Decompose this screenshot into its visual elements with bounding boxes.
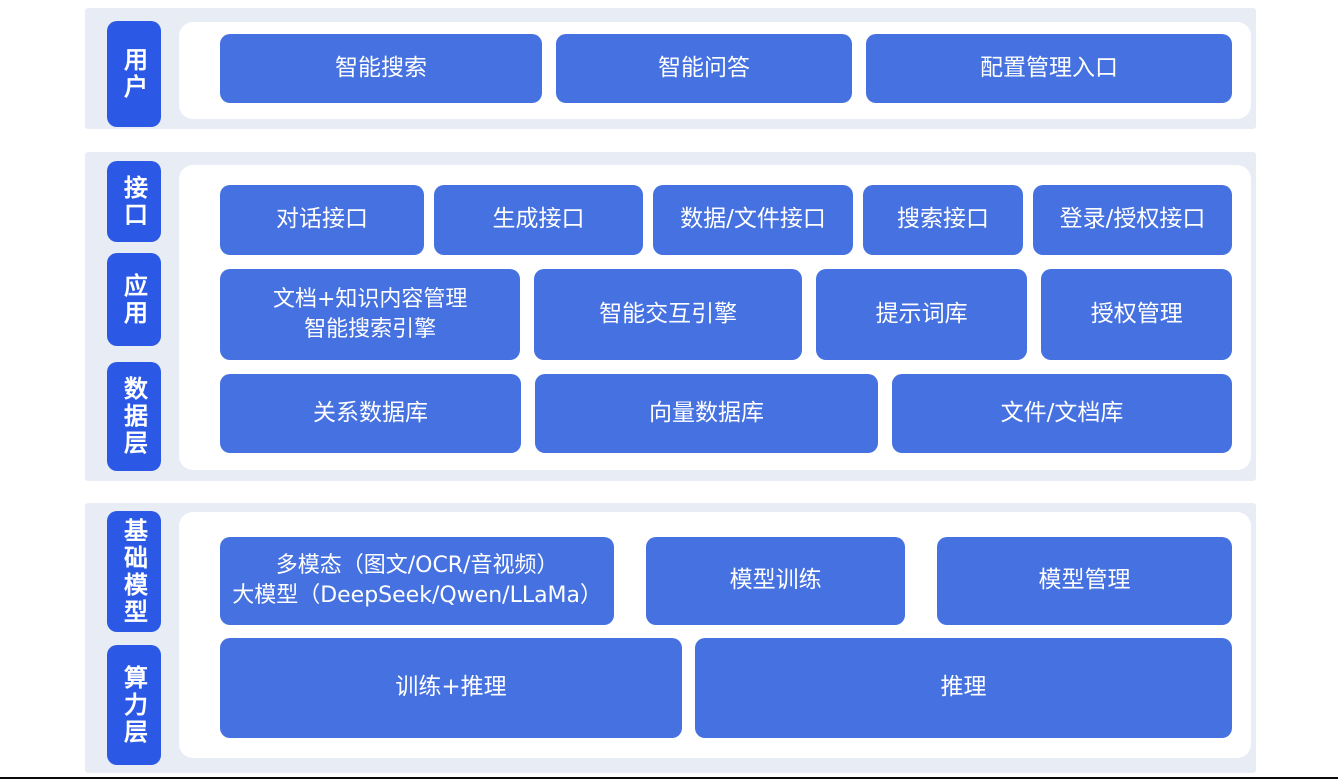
node-doc-knowledge-search-engine: 文档+知识内容管理 智能搜索引擎	[220, 269, 521, 360]
panel-foundation-layers: 多模态（图文/OCR/音视频） 大模型（DeepSeek/Qwen/LLaMa）…	[179, 512, 1251, 758]
node-vector-db: 向量数据库	[535, 374, 878, 453]
panel-middle-layers: 对话接口 生成接口 数据/文件接口 搜索接口 登录/授权接口 文档+知识内容管理…	[179, 165, 1251, 470]
node-smart-search: 智能搜索	[220, 34, 542, 103]
node-smart-interaction-engine: 智能交互引擎	[534, 269, 802, 360]
node-model-training: 模型训练	[646, 537, 906, 625]
node-auth-management: 授权管理	[1041, 269, 1232, 360]
layer-label-compute: 算力层	[107, 645, 161, 765]
layer-label-foundation-model: 基础模型	[107, 511, 161, 632]
bottom-divider-line	[0, 777, 1338, 779]
node-config-management-entry: 配置管理入口	[866, 34, 1232, 103]
panel-user-layer: 智能搜索 智能问答 配置管理入口	[179, 22, 1251, 119]
node-data-file-api: 数据/文件接口	[653, 185, 853, 255]
section-middle-layers: 接口 应用 数据层 对话接口 生成接口 数据/文件接口 搜索接口 登录/授权接口…	[85, 152, 1256, 481]
node-prompt-library: 提示词库	[815, 269, 1028, 360]
row-interfaces: 对话接口 生成接口 数据/文件接口 搜索接口 登录/授权接口	[220, 185, 1232, 255]
layer-label-application: 应用	[107, 253, 161, 346]
node-training-inference: 训练+推理	[220, 638, 682, 738]
layer-label-user: 用户	[107, 21, 161, 127]
row-applications: 文档+知识内容管理 智能搜索引擎 智能交互引擎 提示词库 授权管理	[220, 269, 1232, 360]
node-login-auth-api: 登录/授权接口	[1033, 185, 1232, 255]
section-foundation-layers: 基础模型 算力层 多模态（图文/OCR/音视频） 大模型（DeepSeek/Qw…	[85, 503, 1256, 773]
node-smart-qa: 智能问答	[556, 34, 852, 103]
row-compute: 训练+推理 推理	[220, 638, 1232, 738]
node-search-api: 搜索接口	[863, 185, 1023, 255]
layer-label-data: 数据层	[107, 362, 161, 471]
row-user-entries: 智能搜索 智能问答 配置管理入口	[220, 34, 1232, 103]
node-relational-db: 关系数据库	[220, 374, 521, 453]
layer-label-interface: 接口	[107, 161, 161, 242]
node-file-doc-store: 文件/文档库	[892, 374, 1232, 453]
node-generation-api: 生成接口	[434, 185, 643, 255]
node-inference: 推理	[695, 638, 1232, 738]
row-models: 多模态（图文/OCR/音视频） 大模型（DeepSeek/Qwen/LLaMa）…	[220, 537, 1232, 625]
node-multimodal-llm: 多模态（图文/OCR/音视频） 大模型（DeepSeek/Qwen/LLaMa）	[220, 537, 615, 625]
row-data-stores: 关系数据库 向量数据库 文件/文档库	[220, 374, 1232, 453]
node-model-management: 模型管理	[937, 537, 1232, 625]
node-dialog-api: 对话接口	[220, 185, 424, 255]
section-user-layer: 用户 智能搜索 智能问答 配置管理入口	[85, 8, 1256, 129]
